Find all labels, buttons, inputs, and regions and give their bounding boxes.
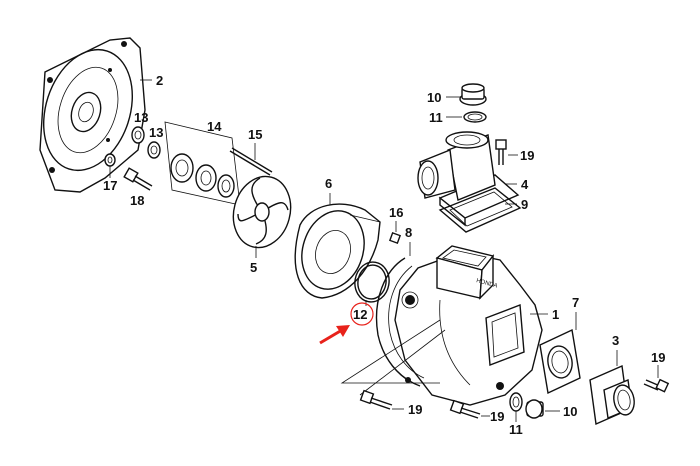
part-11-washer: [463, 111, 487, 123]
label-part-16: 16: [389, 205, 403, 220]
part-19-bolt-top: [495, 139, 507, 165]
label-part-5: 5: [250, 260, 257, 275]
part-13-seal-b: [147, 141, 161, 159]
label-part-11-top: 11: [429, 110, 443, 125]
label-part-10-bottom: 10: [563, 404, 577, 419]
label-part-10-top: 10: [427, 90, 441, 105]
label-part-6: 6: [325, 176, 332, 191]
part-5-impeller: [232, 175, 292, 249]
label-part-14: 14: [207, 119, 222, 134]
part-7-gasket: [539, 328, 581, 395]
label-part-4: 4: [521, 177, 529, 192]
part-19-bolt-bottom-left: [359, 389, 393, 410]
label-part-19-top: 19: [520, 148, 534, 163]
label-part-13-b: 13: [149, 125, 163, 140]
label-part-17: 17: [103, 178, 117, 193]
label-part-7: 7: [572, 295, 579, 310]
part-3-suction-fitting: [589, 364, 635, 426]
part-9-gasket: [438, 187, 522, 233]
label-part-15: 15: [248, 127, 262, 142]
label-part-2: 2: [156, 73, 163, 88]
part-19-bolt-bottom-mid: [449, 399, 481, 419]
label-part-18: 18: [130, 193, 144, 208]
part-10-filler-cap: [459, 83, 487, 106]
highlight-ring-part-12: [350, 302, 374, 326]
part-18-bolt: [123, 167, 153, 191]
label-part-9: 9: [521, 197, 528, 212]
label-part-19-bottom-mid: 19: [490, 409, 504, 424]
part-10-drain-plug: [525, 399, 544, 419]
casting-mark: HONDA: [475, 278, 497, 289]
part-6-volute-case: [294, 203, 381, 299]
label-part-8: 8: [405, 225, 412, 240]
label-part-13-a: 13: [134, 110, 148, 125]
label-part-3: 3: [612, 333, 619, 348]
label-part-1: 1: [552, 307, 559, 322]
part-13-seal: [131, 126, 145, 144]
part-2-cover-plate: [39, 37, 146, 193]
part-19-bolt-right: [643, 378, 670, 393]
part-17-washer: [104, 153, 116, 167]
highlight-arrow: [319, 325, 350, 345]
label-part-11-bottom: 11: [509, 422, 523, 437]
label-part-19-bottom-left: 19: [408, 402, 422, 417]
part-1-pump-casing: [375, 245, 543, 406]
part-11-washer-bottom: [509, 392, 523, 412]
label-part-19-right: 19: [651, 350, 665, 365]
part-16-nut: [388, 231, 402, 245]
part-14-mechanical-seal: [164, 121, 241, 206]
part-15-stud: [229, 147, 273, 176]
part-12-o-ring: [354, 261, 390, 303]
label-part-12: 12: [353, 307, 367, 322]
